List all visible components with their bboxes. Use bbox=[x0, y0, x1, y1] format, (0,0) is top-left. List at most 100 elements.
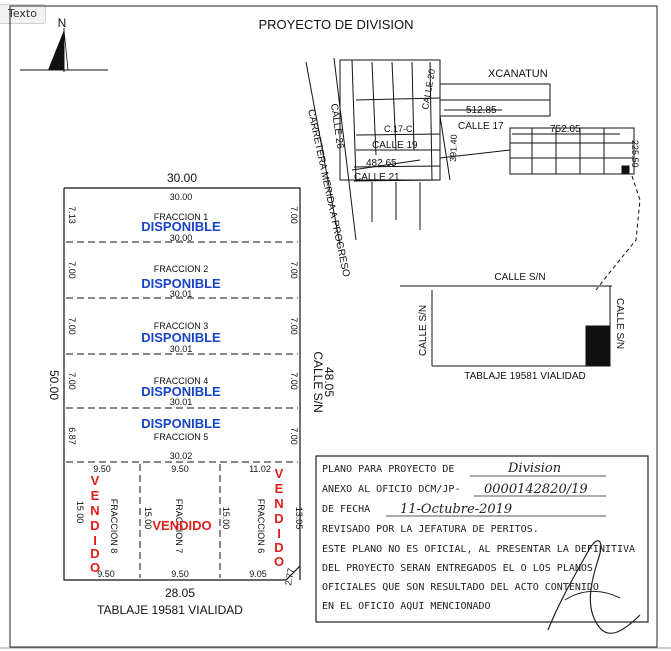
f8-status-letters: V bbox=[91, 473, 100, 488]
f4-bottom: 30.01 bbox=[170, 397, 193, 407]
f6-status-letters: V bbox=[275, 466, 284, 481]
f1-right: 7.00 bbox=[289, 206, 299, 224]
map-street-1: CALLE 26 bbox=[328, 103, 345, 150]
map-dim-3: 391.40 bbox=[448, 134, 459, 162]
text-tool-tag[interactable]: Texto bbox=[0, 4, 46, 24]
f8-side: 15.00 bbox=[75, 501, 85, 524]
f7-status: VENDIDO bbox=[152, 518, 211, 533]
f6-side-left: 15.00 bbox=[221, 507, 231, 530]
site-plan bbox=[400, 285, 612, 367]
f6-status-letters: O bbox=[274, 554, 284, 569]
site-right-street: CALLE S/N bbox=[614, 298, 625, 349]
f6-name: FRACCION 6 bbox=[256, 499, 266, 554]
site-left-street: CALLE S/N bbox=[418, 305, 429, 356]
right-street-label: CALLE S/N bbox=[311, 351, 325, 412]
f3-right: 7.00 bbox=[289, 317, 299, 335]
stamp-line6: DEL PROYECTO SERAN ENTREGADOS EL O LOS P… bbox=[322, 563, 593, 574]
top-dimension: 30.00 bbox=[167, 171, 197, 185]
f4-right: 7.00 bbox=[289, 372, 299, 390]
f5-bottom: 30.02 bbox=[170, 451, 193, 461]
f6-status-letters: D bbox=[274, 511, 283, 526]
north-arrow-icon: N bbox=[20, 16, 108, 72]
highway-label: CARRETERA MERIDA A PROGRESO bbox=[305, 108, 351, 278]
stamp-line2-value: 0000142820/19 bbox=[484, 482, 588, 497]
f2-left: 7.00 bbox=[67, 261, 77, 279]
f1-bottom: 30.00 bbox=[170, 233, 193, 243]
stamp-line7: OFICIALES QUE SON RESULTADO DEL ACTO CON… bbox=[322, 582, 599, 593]
f4-status: DISPONIBLE bbox=[141, 384, 221, 399]
stamp-line1-value: Division bbox=[507, 461, 561, 476]
f7-name: FRACCION 7 bbox=[174, 499, 184, 554]
stamp-line4: REVISADO POR LA JEFATURA DE PERITOS. bbox=[322, 524, 539, 535]
f6-status-letters: E bbox=[275, 481, 284, 496]
f8-status-letters: I bbox=[93, 533, 97, 548]
f1-name: FRACCION 1 bbox=[154, 212, 209, 222]
stamp-line8: EN EL OFICIO AQUI MENCIONADO bbox=[322, 601, 491, 612]
map-street-6: CALLE 21 bbox=[354, 172, 400, 183]
location-map bbox=[305, 57, 641, 291]
subdivision-outline bbox=[63, 187, 301, 581]
approval-stamp bbox=[315, 455, 649, 634]
f6-top: 11.02 bbox=[249, 464, 271, 474]
f6-side-right: 13.05 bbox=[294, 507, 304, 530]
map-dim-2: 752.05 bbox=[550, 124, 581, 135]
f8-top: 9.50 bbox=[93, 464, 111, 474]
f3-bottom: 30.01 bbox=[170, 344, 193, 354]
drawing-title: PROYECTO DE DIVISION bbox=[258, 17, 413, 32]
f4-name: FRACCION 4 bbox=[154, 376, 209, 386]
f1-top: 30.00 bbox=[170, 192, 193, 202]
f8-status-letters: O bbox=[90, 560, 100, 575]
map-street-5: CALLE 17 bbox=[458, 121, 504, 132]
f4-left: 7.00 bbox=[67, 372, 77, 390]
bottom-road-label: TABLAJE 19581 VIALIDAD bbox=[97, 603, 243, 617]
site-bottom-label: TABLAJE 19581 VIALIDAD bbox=[464, 371, 586, 382]
signature-icon bbox=[547, 540, 641, 634]
site-top-street: CALLE S/N bbox=[494, 272, 545, 283]
f8-status: V E N D I D O bbox=[90, 473, 100, 575]
f1-status: DISPONIBLE bbox=[141, 219, 221, 234]
f8-status-letters: E bbox=[91, 488, 100, 503]
town-label: XCANATUN bbox=[488, 68, 548, 80]
map-street-2: C.17-C bbox=[384, 124, 413, 134]
f8-name: FRACCION 8 bbox=[109, 499, 119, 554]
map-dim-5: 225.50 bbox=[630, 140, 640, 168]
f8-status-letters: D bbox=[90, 518, 99, 533]
right-dimension: 48.05 bbox=[322, 367, 336, 397]
f3-left: 7.00 bbox=[67, 317, 77, 335]
stamp-line5: ESTE PLANO NO ES OFICIAL, AL PRESENTAR L… bbox=[322, 544, 635, 555]
f5-right: 7.00 bbox=[289, 427, 299, 445]
f5-left: 6.87 bbox=[67, 427, 77, 445]
f7-top: 9.50 bbox=[171, 464, 189, 474]
bottom-dimension: 28.05 bbox=[165, 586, 195, 600]
map-street-3: CALLE 20 bbox=[420, 68, 437, 110]
corner-dimension: 2.77 bbox=[283, 567, 296, 586]
left-dimension: 50.00 bbox=[47, 370, 61, 400]
map-street-4: CALLE 19 bbox=[372, 140, 418, 151]
f6-status-letters: N bbox=[274, 496, 283, 511]
f3-status: DISPONIBLE bbox=[141, 330, 221, 345]
f6-bottom: 9.05 bbox=[249, 569, 267, 579]
f6-status: V E N D I D O bbox=[274, 466, 284, 569]
f6-status-letters: D bbox=[274, 540, 283, 555]
f2-right: 7.00 bbox=[289, 261, 299, 279]
sheet-border bbox=[9, 5, 658, 648]
stamp-line1-label: PLANO PARA PROYECTO DE bbox=[322, 464, 454, 475]
stamp-line3-value: 11-Octubre-2019 bbox=[400, 502, 512, 517]
f2-bottom: 30.01 bbox=[170, 289, 193, 299]
f7-side: 15.00 bbox=[143, 507, 153, 530]
f5-status: DISPONIBLE bbox=[141, 416, 221, 431]
stamp-line2-label: ANEXO AL OFICIO DCM/JP- bbox=[322, 484, 460, 495]
f8-status-letters: D bbox=[90, 546, 99, 561]
f1-left: 7.13 bbox=[67, 206, 77, 224]
map-dim-1: 512.85 bbox=[466, 105, 497, 116]
f2-status: DISPONIBLE bbox=[141, 276, 221, 291]
fraction-dividers bbox=[66, 241, 298, 578]
f2-name: FRACCION 2 bbox=[154, 264, 209, 274]
f8-bottom: 9.50 bbox=[97, 569, 115, 579]
f5-name: FRACCION 5 bbox=[154, 432, 209, 442]
f8-status-letters: N bbox=[90, 503, 99, 518]
f3-name: FRACCION 3 bbox=[154, 321, 209, 331]
f6-status-letters: I bbox=[277, 526, 281, 541]
map-dim-4: 482.65 bbox=[366, 158, 397, 169]
